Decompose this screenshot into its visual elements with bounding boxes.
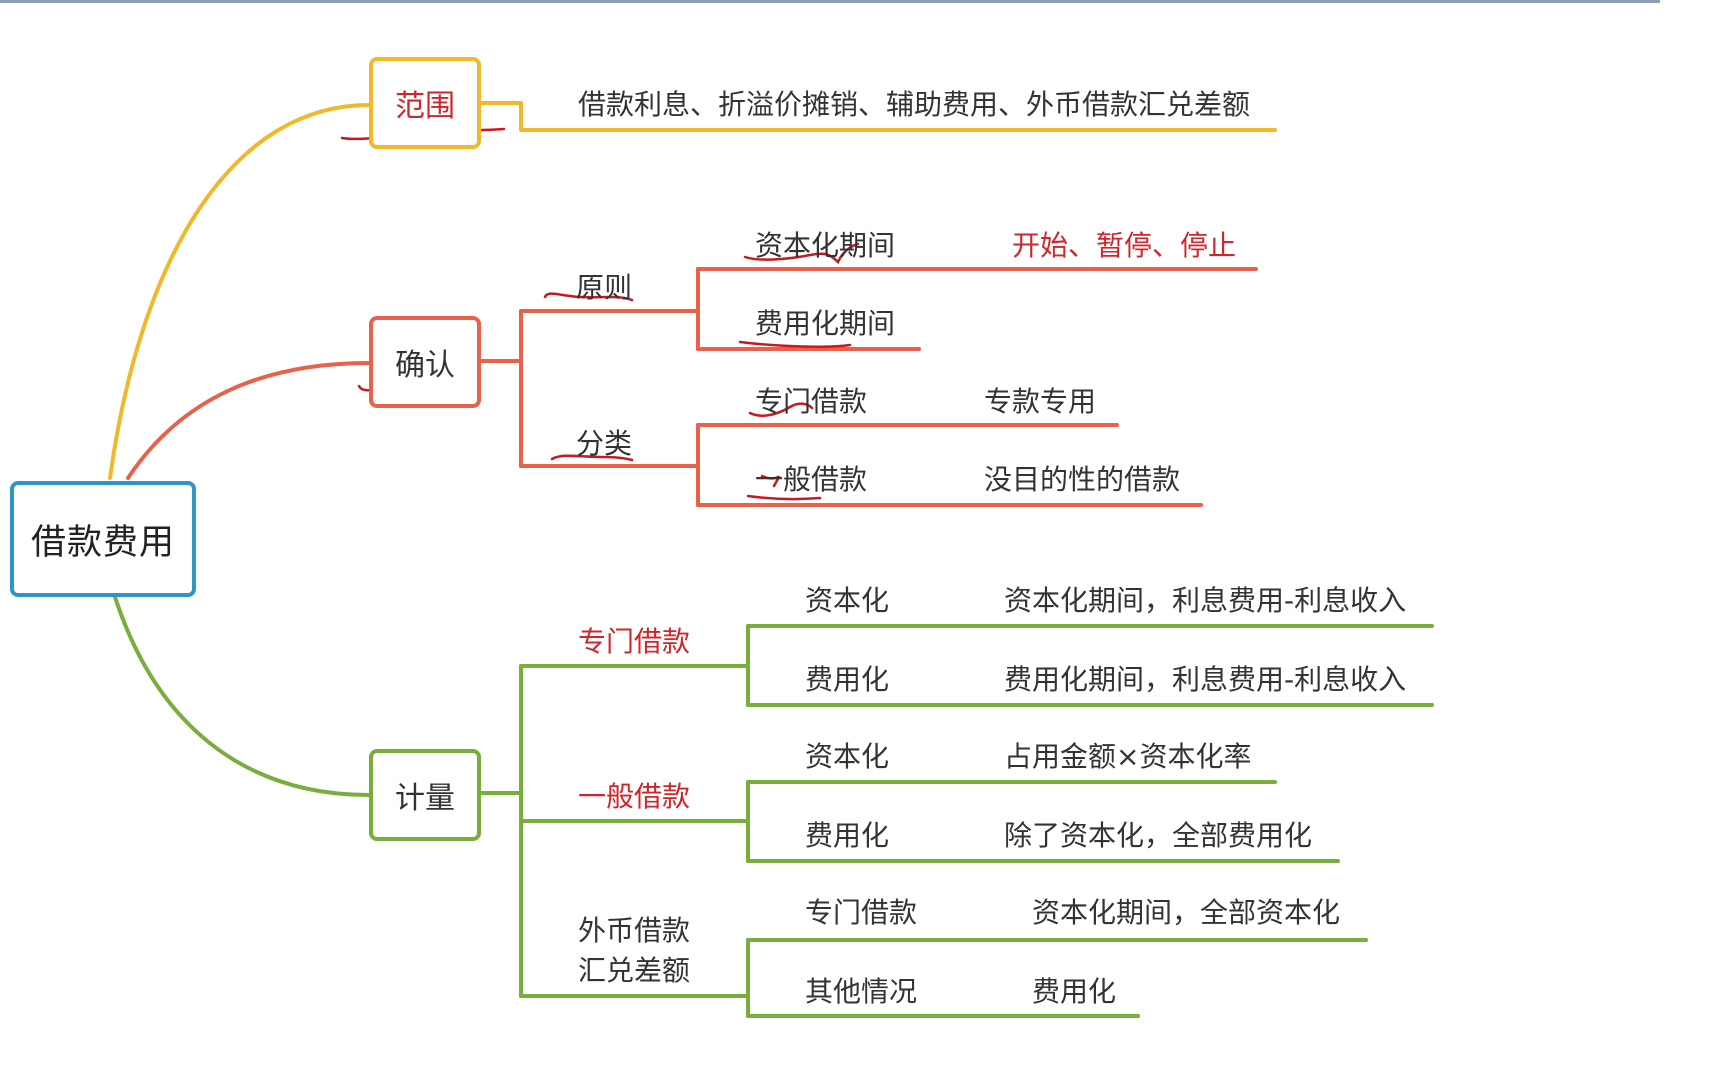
measure-fx-label[interactable]: 外币借款 汇兑差额: [578, 911, 690, 991]
specific-loan[interactable]: 专门借款: [755, 385, 868, 418]
measure-fx-label-line2: 汇兑差额: [578, 954, 691, 987]
measure-general-exp[interactable]: 费用化: [805, 819, 890, 852]
measure-specific-cap[interactable]: 资本化: [805, 584, 890, 617]
measure-general-label[interactable]: 一般借款: [578, 780, 691, 813]
root-label: 借款费用: [30, 522, 175, 563]
recognition-label: 确认: [395, 348, 455, 383]
measure-fx-specific-note[interactable]: 资本化期间，全部资本化: [1032, 896, 1341, 929]
measure-specific-cap-note[interactable]: 资本化期间，利息费用-利息收入: [1004, 584, 1407, 617]
root-to-scope-connector: [108, 103, 371, 480]
measure-fx-other-note[interactable]: 费用化: [1032, 975, 1117, 1008]
capitalization-period-note[interactable]: 开始、暂停、停止: [1012, 229, 1237, 262]
classification-label[interactable]: 分类: [576, 427, 633, 460]
scope-underline: [479, 101, 1277, 132]
top-border: [0, 0, 1660, 3]
measure-specific-exp[interactable]: 费用化: [805, 663, 890, 696]
root-to-recognition-connector: [126, 361, 371, 480]
measure-fx-other[interactable]: 其他情况: [805, 975, 918, 1008]
pen-mark-capitalization-period: [743, 242, 860, 265]
measure-general-exp-note[interactable]: 除了资本化，全部费用化: [1004, 819, 1313, 852]
recognition-node[interactable]: 确认: [369, 316, 481, 408]
scope-label: 范围: [395, 89, 455, 124]
principle-label[interactable]: 原则: [576, 271, 633, 304]
pen-mark-classification: [550, 454, 634, 462]
pen-mark-general-loan: [746, 474, 822, 501]
expense-period[interactable]: 费用化期间: [755, 307, 896, 340]
measurement-node[interactable]: 计量: [369, 749, 481, 841]
pen-mark-specific-loan: [748, 402, 814, 417]
measure-specific-label[interactable]: 专门借款: [578, 625, 691, 658]
measure-general-cap-note[interactable]: 占用金额×资本化率: [1004, 740, 1252, 773]
specific-loan-note[interactable]: 专款专用: [984, 385, 1097, 418]
pen-mark-expense-period: [738, 340, 852, 348]
general-loan-note[interactable]: 没目的性的借款: [984, 463, 1181, 496]
measure-specific-exp-note[interactable]: 费用化期间，利息费用-利息收入: [1004, 663, 1407, 696]
scope-detail[interactable]: 借款利息、折溢价摊销、辅助费用、外币借款汇兑差额: [578, 88, 1251, 121]
scope-node[interactable]: 范围: [369, 57, 481, 149]
pen-mark-principle: [543, 292, 634, 302]
root-node[interactable]: 借款费用: [10, 481, 196, 597]
root-to-measurement-connector: [113, 595, 371, 797]
measure-fx-label-line1: 外币借款: [578, 914, 691, 947]
measure-general-cap[interactable]: 资本化: [805, 740, 890, 773]
general-loan[interactable]: 一般借款: [755, 463, 868, 496]
measure-fx-specific[interactable]: 专门借款: [805, 896, 918, 929]
measurement-label: 计量: [395, 781, 455, 816]
capitalization-period[interactable]: 资本化期间: [755, 229, 896, 262]
